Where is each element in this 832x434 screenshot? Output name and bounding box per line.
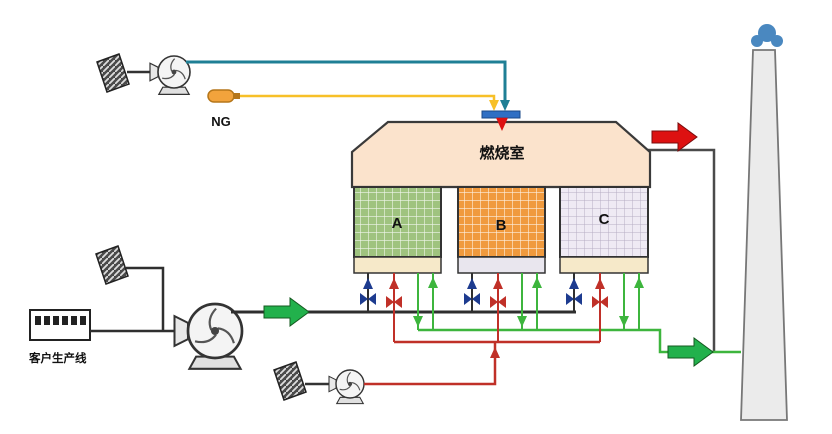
- purge-flow-arrow-icon: [595, 278, 605, 289]
- inlet-flow-arrow-icon: [569, 278, 579, 289]
- bypass-duct-group: [648, 148, 716, 352]
- bed-c: C: [559, 186, 649, 274]
- stack-flow-big-arrow-icon: [667, 337, 714, 367]
- bed-a-plenum: [353, 256, 442, 274]
- purge-group: [273, 340, 600, 405]
- combustion-chamber-label: 燃烧室: [479, 144, 524, 162]
- purge-damper-icon: [273, 361, 307, 401]
- inlet-group: 客户生产线: [28, 245, 576, 371]
- outlet-flow-arrow-icon: [413, 316, 423, 327]
- purge-flow-arrow-icon: [490, 347, 500, 358]
- ng-label: NG: [211, 114, 231, 129]
- bed-a: A: [353, 186, 442, 274]
- fresh-air-branch-pipe: [126, 266, 165, 330]
- combustion-chamber-group: 燃烧室: [350, 110, 652, 189]
- bypass-duct-pipe: [648, 148, 716, 352]
- combustion-air-fan-icon: [149, 55, 191, 96]
- combustion-air-damper-icon: [96, 53, 130, 93]
- bed-b-valves: [464, 273, 542, 342]
- purge-flow-arrow-icon: [389, 278, 399, 289]
- factory-icon: [29, 309, 91, 341]
- inlet-flow-big-arrow-icon: [263, 297, 310, 327]
- bed-b-label: B: [496, 217, 507, 234]
- combustion-air-pipe: [186, 60, 507, 104]
- chimney-group: [740, 24, 788, 421]
- beds-group: A B C: [353, 186, 649, 274]
- bed-b-plenum: [457, 256, 546, 274]
- chimney-stack: [740, 49, 788, 421]
- bed-a-valves: [360, 273, 438, 342]
- purge-fan-icon: [328, 369, 365, 405]
- bed-c-plenum: [559, 256, 649, 274]
- combustion-air-group: [96, 53, 510, 111]
- purge-supply-pipe: [364, 342, 497, 386]
- ng-group: NG: [207, 89, 499, 129]
- upflow-arrow-icon: [532, 277, 542, 288]
- production-line-label: 客户生产线: [28, 351, 87, 365]
- bypass-flow-big-arrow-icon: [651, 122, 698, 152]
- inlet-flow-arrow-icon: [467, 278, 477, 289]
- inlet-flow-arrow-icon: [363, 278, 373, 289]
- ng-nozzle-icon: [233, 93, 240, 99]
- outlet-flow-arrow-icon: [619, 316, 629, 327]
- burner-icon: [481, 110, 521, 119]
- fresh-air-damper-icon: [95, 245, 129, 285]
- ng-pipe: [240, 94, 496, 104]
- combustion-chamber: [350, 120, 652, 189]
- bed-c-valves: [566, 273, 644, 342]
- upflow-arrow-icon: [634, 277, 644, 288]
- ng-tank-icon: [207, 89, 235, 103]
- bed-b: B: [457, 186, 546, 274]
- upflow-arrow-icon: [428, 277, 438, 288]
- purge-flow-arrow-icon: [493, 278, 503, 289]
- combustion-air-arrow-icon: [500, 100, 510, 111]
- outlet-flow-arrow-icon: [517, 316, 527, 327]
- smoke-icon: [751, 24, 783, 47]
- main-fan-icon: [173, 302, 244, 371]
- bed-c-label: C: [599, 211, 610, 228]
- bed-a-media: [353, 186, 442, 258]
- bed-a-label: A: [392, 215, 403, 232]
- ng-arrow-icon: [489, 100, 499, 111]
